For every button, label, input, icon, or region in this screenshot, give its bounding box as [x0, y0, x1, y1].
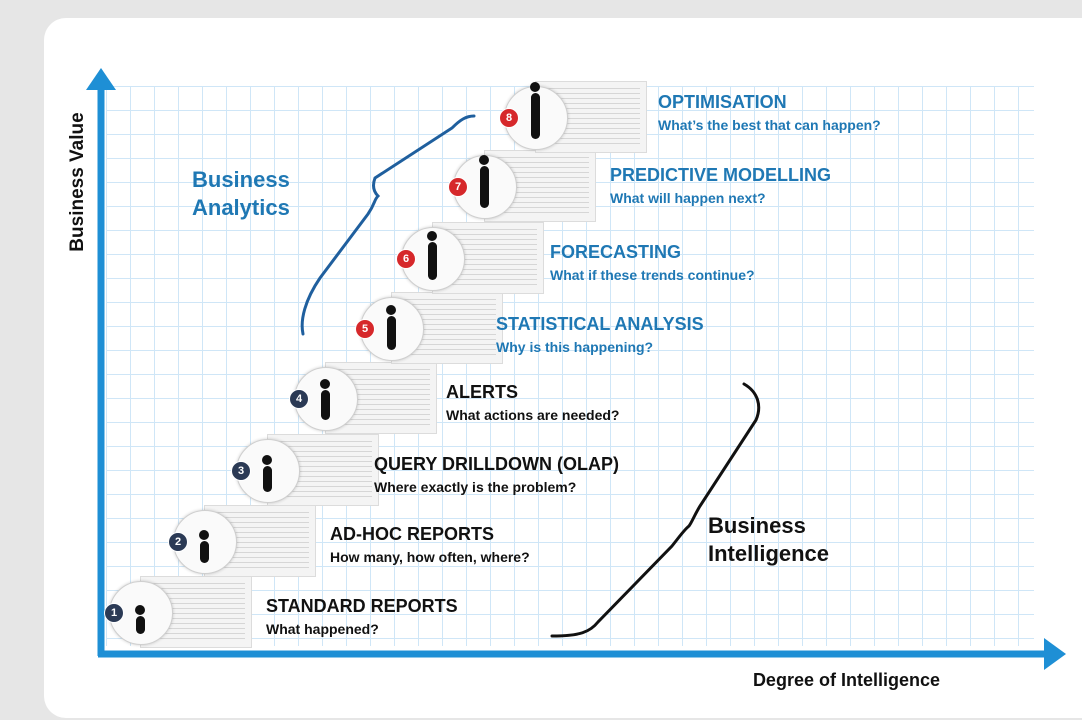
person-silhouette-icon — [263, 466, 272, 492]
person-silhouette-icon — [387, 316, 396, 350]
x-axis-label: Degree of Intelligence — [752, 670, 940, 690]
step-number-badge: 5 — [355, 319, 375, 339]
person-silhouette-icon — [531, 93, 540, 139]
step-question: What’s the best that can happen? — [658, 117, 881, 133]
step-number-badge: 8 — [499, 108, 519, 128]
business-intelligence-label: Business Intelligence — [708, 512, 829, 568]
step-number-badge: 4 — [289, 389, 309, 409]
y-axis-arrowhead — [86, 68, 116, 90]
step-question: How many, how often, where? — [330, 549, 530, 565]
person-head-icon — [427, 231, 437, 241]
step-number-badge: 1 — [104, 603, 124, 623]
person-head-icon — [479, 155, 489, 165]
person-head-icon — [199, 530, 209, 540]
business-intelligence-line2: Intelligence — [708, 541, 830, 566]
person-silhouette-icon — [200, 541, 209, 563]
step-question: Where exactly is the problem? — [374, 479, 577, 495]
step-title: ALERTS — [446, 382, 518, 402]
person-silhouette-icon — [428, 242, 437, 280]
step-number-badge: 2 — [168, 532, 188, 552]
y-axis-label: Business Value — [67, 112, 88, 252]
person-head-icon — [530, 82, 540, 92]
person-head-icon — [262, 455, 272, 465]
person-head-icon — [386, 305, 396, 315]
step-question: What actions are needed? — [446, 407, 620, 423]
step-title: STANDARD REPORTS — [266, 596, 458, 616]
person-silhouette-icon — [136, 616, 145, 634]
business-intelligence-line1: Business — [708, 513, 806, 538]
person-silhouette-icon — [480, 166, 489, 208]
step-title: PREDICTIVE MODELLING — [610, 165, 832, 185]
step-title: QUERY DRILLDOWN (OLAP) — [374, 454, 619, 474]
step-title: AD-HOC REPORTS — [330, 524, 495, 544]
business-analytics-line2: Analytics — [192, 195, 290, 220]
step-number-badge: 7 — [448, 177, 468, 197]
step-title: STATISTICAL ANALYSIS — [496, 314, 704, 334]
intelligence-brace — [550, 382, 761, 638]
step-question: What will happen next? — [610, 190, 766, 206]
business-analytics-line1: Business — [192, 167, 290, 192]
step-question: What if these trends continue? — [550, 267, 755, 283]
business-analytics-label: Business Analytics — [192, 166, 290, 222]
person-head-icon — [135, 605, 145, 615]
person-silhouette-icon — [321, 390, 330, 420]
step-title: FORECASTING — [550, 242, 682, 262]
step-number-badge: 6 — [396, 249, 416, 269]
step-title: OPTIMISATION — [658, 92, 787, 112]
analytics-brace — [300, 114, 476, 336]
x-axis-arrowhead — [1044, 638, 1066, 670]
step-number-badge: 3 — [231, 461, 251, 481]
step-question: Why is this happening? — [496, 339, 654, 355]
person-head-icon — [320, 379, 330, 389]
step-question: What happened? — [266, 621, 379, 637]
